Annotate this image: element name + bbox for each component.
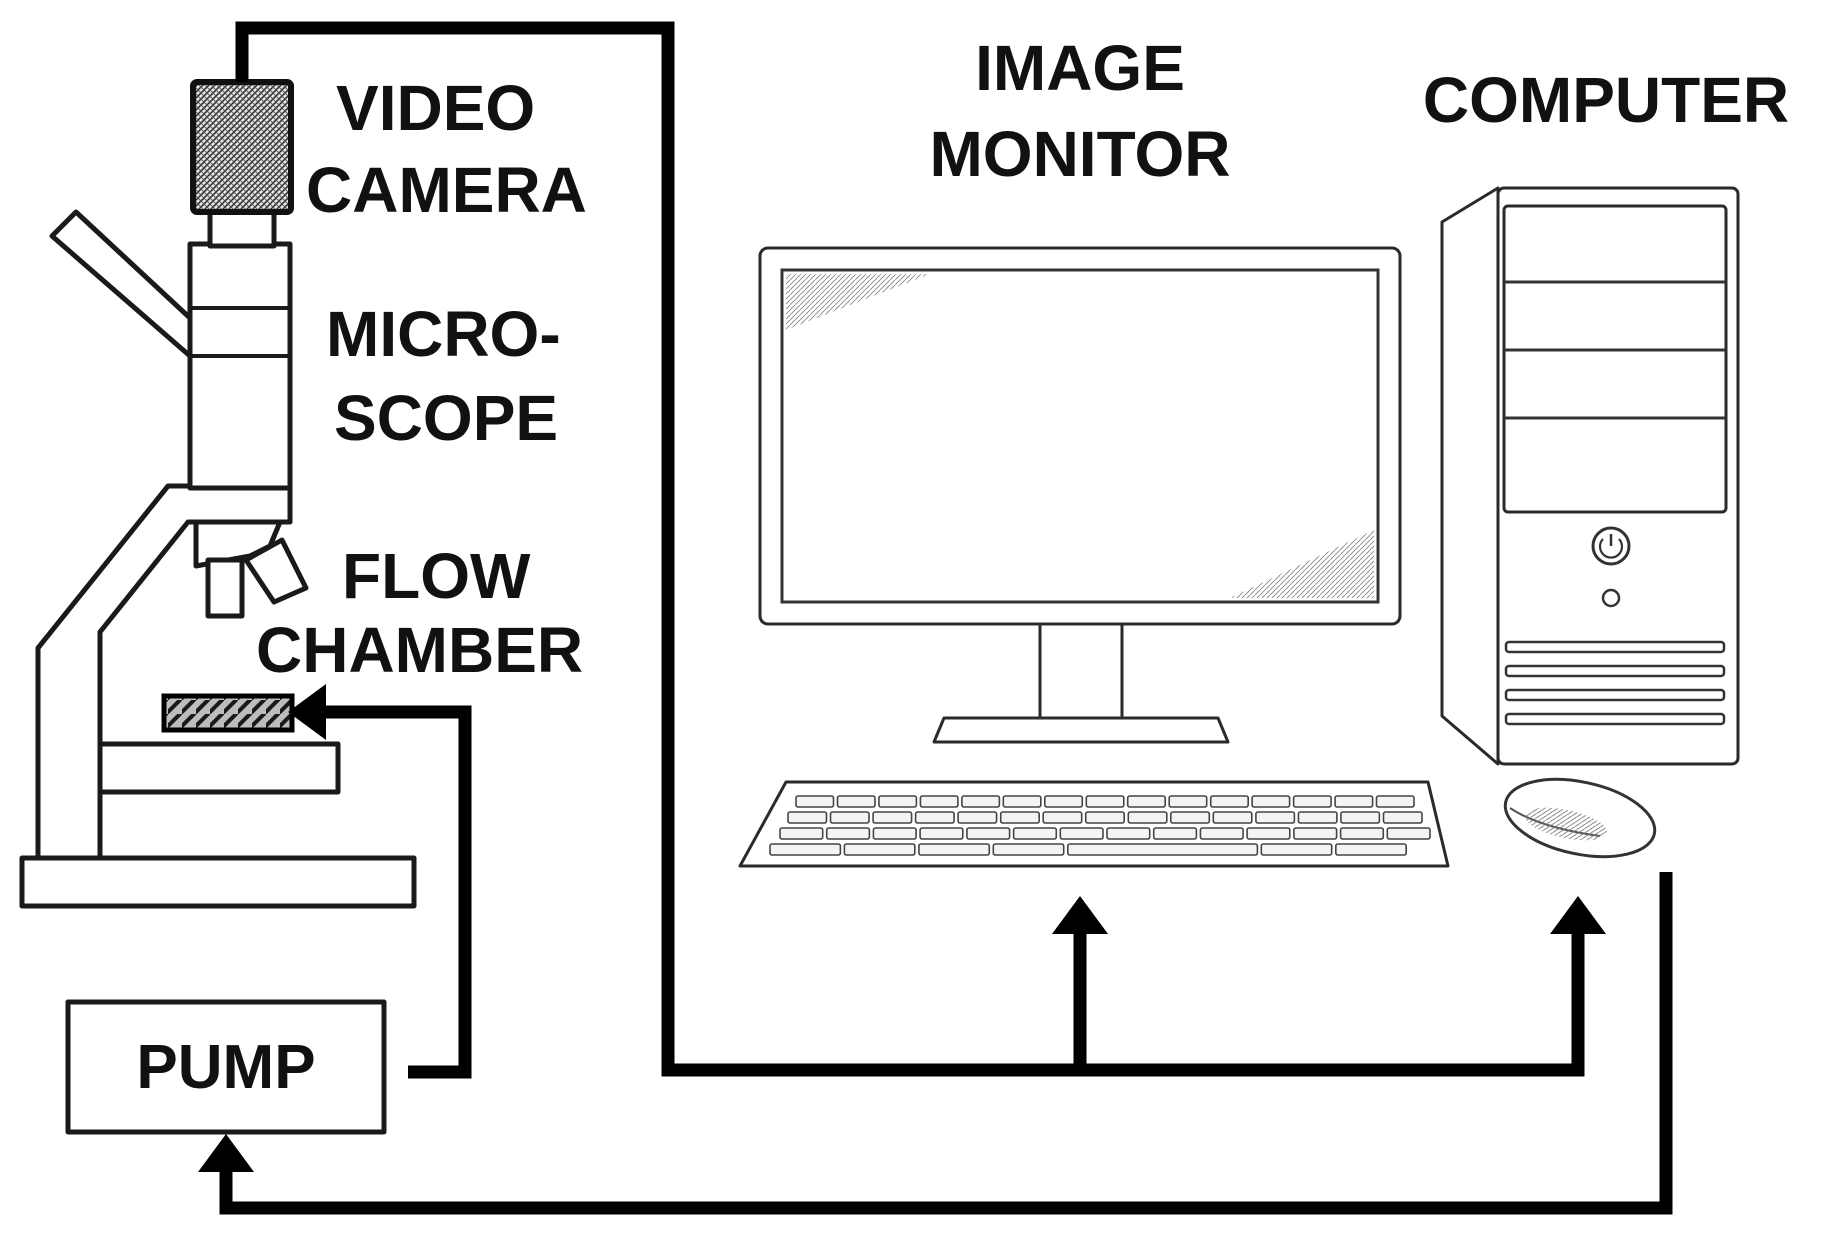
camera-signal-wire [235, 21, 1585, 1077]
keyboard-key [1251, 795, 1291, 808]
arrow-up-icon [198, 1134, 254, 1172]
label-image: IMAGE [975, 32, 1185, 104]
keyboard-key [1209, 795, 1249, 808]
tower-side [1440, 186, 1500, 766]
microscope-eyepiece [49, 209, 193, 359]
video-camera [190, 79, 294, 215]
keyboard-key [1127, 811, 1168, 824]
keyboard-key [914, 811, 955, 824]
keyboard-key [1246, 827, 1291, 840]
microscope-stage [97, 741, 341, 795]
keyboard-key [836, 795, 876, 808]
computer-to-pump-wire [219, 872, 1673, 1215]
reset-button-icon [1601, 588, 1621, 608]
keyboard-key [999, 811, 1041, 824]
keyboard-key [1152, 827, 1198, 840]
keyboard-key [779, 827, 824, 840]
keyboard-key [966, 827, 1011, 840]
keyboard-key [1293, 827, 1338, 840]
arrow-left-icon [288, 684, 326, 740]
keyboard-key [843, 843, 916, 856]
label-scope: SCOPE [334, 382, 558, 454]
microscope-base [19, 855, 417, 909]
keyboard-key [919, 795, 959, 808]
flow-chamber [161, 693, 295, 733]
keyboard-key [961, 795, 1001, 808]
keyboard-key [1339, 827, 1385, 840]
keyboard-key [1044, 795, 1084, 808]
keyboard-key [829, 811, 870, 824]
mouse [1503, 777, 1657, 859]
keyboard-key [1334, 795, 1374, 808]
keyboard-key [1085, 795, 1125, 808]
keyboard-key [1199, 827, 1244, 840]
keyboard-key [795, 795, 835, 808]
microscope-objective [243, 537, 309, 605]
keyboard-key [1012, 827, 1058, 840]
monitor-screen [780, 268, 1380, 604]
drive-bay-panel [1502, 204, 1728, 514]
microscope-objective [205, 557, 245, 619]
label-chamber: CHAMBER [256, 614, 583, 686]
keyboard-key [1375, 795, 1415, 808]
keyboard-key [957, 811, 998, 824]
keyboard-key [878, 795, 918, 808]
keyboard-key [1106, 827, 1151, 840]
keyboard-key [872, 827, 917, 840]
keyboard-key [1002, 795, 1042, 808]
label-pump: PUMP [136, 1033, 315, 1102]
arrow-up-icon [1052, 896, 1108, 934]
keyboard [738, 780, 1450, 868]
keyboard-key [992, 843, 1065, 856]
keyboard-key [1297, 811, 1338, 824]
keyboard-key [1067, 843, 1259, 856]
label-monitor: MONITOR [929, 118, 1230, 190]
monitor-neck [1038, 622, 1124, 720]
keyboard-key [1042, 811, 1083, 824]
label-camera: CAMERA [306, 154, 587, 226]
pump-to-chamber-tube [318, 705, 472, 1079]
keyboard-key [769, 843, 842, 856]
keyboard-key [1059, 827, 1104, 840]
keyboard-key [825, 827, 871, 840]
microscope-body-tube [187, 241, 293, 491]
camera-adapter [207, 207, 277, 249]
image-monitor [758, 246, 1402, 744]
arrow-up-icon [1550, 896, 1606, 934]
keyboard-key [1335, 843, 1408, 856]
keyboard-key [1170, 811, 1211, 824]
monitor-stand [932, 716, 1230, 744]
label-computer: COMPUTER [1423, 64, 1789, 136]
computer-tower [1440, 186, 1740, 766]
keyboard-key [1340, 811, 1381, 824]
keyboard-key [872, 811, 913, 824]
keyboard-key [1386, 827, 1431, 840]
keyboard-key [1255, 811, 1296, 824]
keyboard-key [787, 811, 828, 824]
keyboard-key [1212, 811, 1253, 824]
keyboard-key [1292, 795, 1332, 808]
keyboard-key [1168, 795, 1208, 808]
label-flow: FLOW [342, 540, 531, 612]
microscope [19, 207, 417, 909]
keyboard-key [1382, 811, 1423, 824]
label-video: VIDEO [336, 72, 535, 144]
pump-box [65, 999, 387, 1135]
keyboard-key [1084, 811, 1125, 824]
keyboard-key [1126, 795, 1166, 808]
keyboard-key [919, 827, 964, 840]
keyboard-key [1260, 843, 1333, 856]
connection-lines [198, 21, 1673, 1215]
keyboard-key [918, 843, 991, 856]
label-micro: MICRO- [326, 298, 561, 370]
